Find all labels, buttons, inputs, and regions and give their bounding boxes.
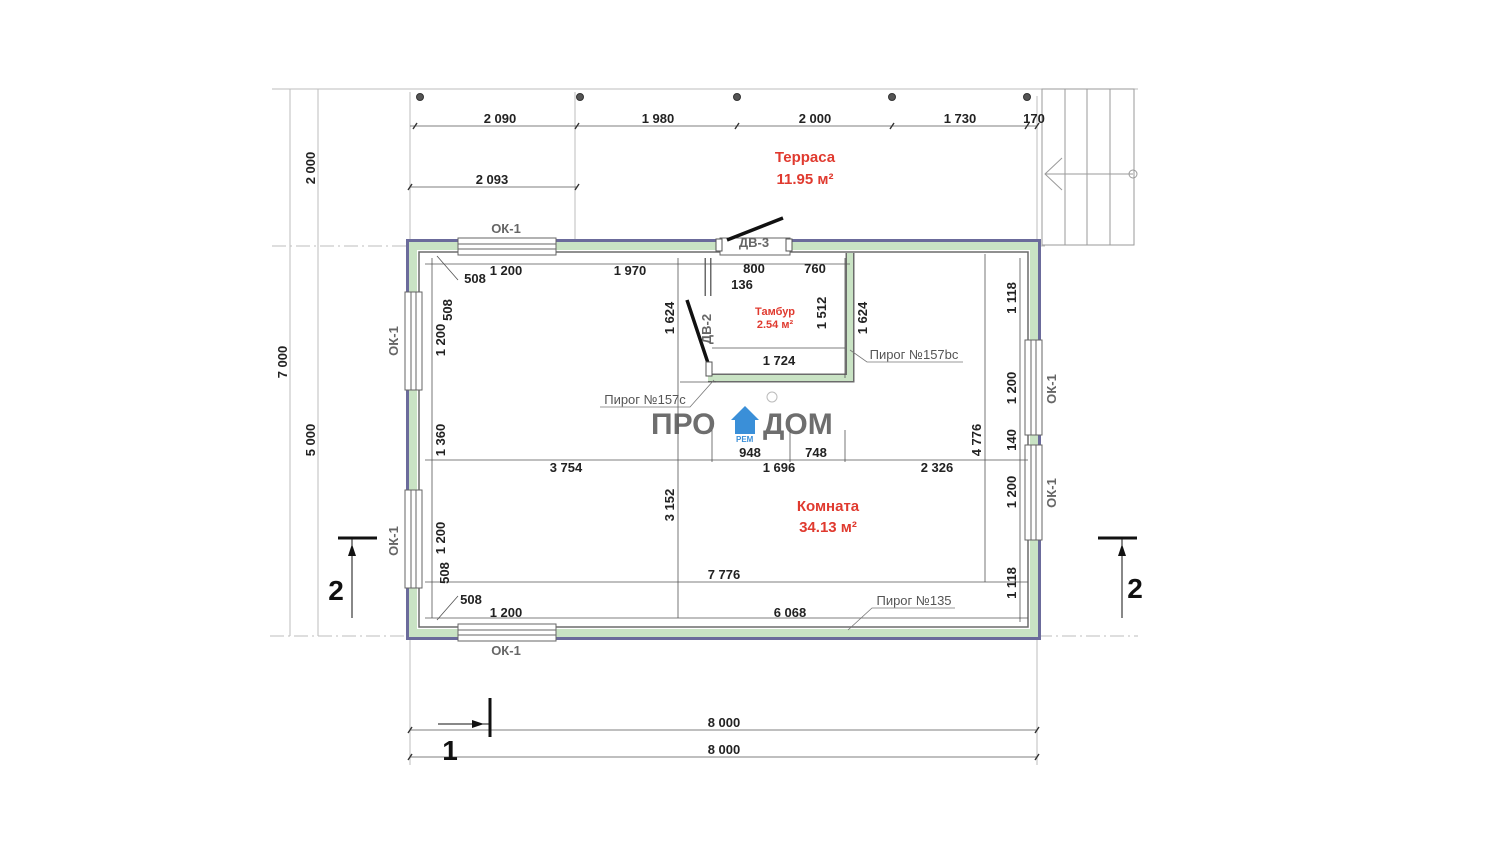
dim-room-height: 4 776 <box>969 424 984 457</box>
dim-inner-width: 7 776 <box>708 567 741 582</box>
dim-left-2: 1 360 <box>433 424 448 457</box>
dim-right-1: 1 118 <box>1004 282 1019 314</box>
dim-vertical-house: 5 000 <box>303 424 318 457</box>
terrace-name: Терраса <box>775 149 836 166</box>
dim-offset-left-bottom: 508 <box>437 562 452 584</box>
window-mark-bottom: ОК-1 <box>491 643 521 658</box>
dim-left-3: 1 200 <box>433 522 448 555</box>
window-mark-right-bottom: ОК-1 <box>1044 478 1059 508</box>
vestibule-area: 2.54 м² <box>757 319 794 331</box>
callout-wall-157bc: Пирог №157bc <box>870 347 959 362</box>
logo-small-text: РЕМ <box>736 435 754 444</box>
dim-right-4: 1 200 <box>1004 476 1019 509</box>
dim-offset-door: 136 <box>731 277 753 292</box>
dim-top-wall-2: 1 970 <box>614 263 647 278</box>
dimension-ticks <box>407 122 1040 761</box>
section-label-bottom: 1 <box>442 735 458 766</box>
room-area: 34.13 м² <box>799 519 857 536</box>
dimension-lines <box>410 125 1037 758</box>
callout-leaders <box>600 349 963 631</box>
door-mark-int: ДВ-2 <box>699 314 714 344</box>
terrace-stairs <box>1041 88 1138 246</box>
dim-right-3: 140 <box>1004 429 1019 451</box>
dim-top-4: 1 730 <box>944 111 977 126</box>
terrace-posts <box>416 93 1031 101</box>
dim-right-5: 1 118 <box>1004 567 1019 599</box>
dim-vestibule-height-right: 1 624 <box>855 301 870 334</box>
brand-logo: ПРО РЕМ ДОМ <box>651 391 833 444</box>
window-mark-left-top: ОК-1 <box>386 326 401 356</box>
dim-offset-left-top: 508 <box>440 299 455 321</box>
dim-terrace-width: 2 093 <box>476 172 509 187</box>
window-mark-left-bottom: ОК-1 <box>386 526 401 556</box>
dim-middle-3: 2 326 <box>921 460 954 475</box>
callout-floor-135: Пирог №135 <box>876 593 951 608</box>
dim-bottom-wall-1: 1 200 <box>490 605 523 620</box>
dim-left-1: 1 200 <box>433 324 448 357</box>
dim-offset-top-left: 508 <box>464 271 486 286</box>
dim-offset-bottom-left: 508 <box>460 592 482 607</box>
dim-top-5: 170 <box>1023 111 1045 126</box>
dim-top-wall-3: 800 <box>743 261 765 276</box>
dim-overall-1: 8 000 <box>708 715 741 730</box>
section-label-right: 2 <box>1127 573 1143 604</box>
dim-middle-2: 1 696 <box>763 460 796 475</box>
logo-left-text: ПРО <box>651 408 716 441</box>
terrace-area: 11.95 м² <box>777 171 834 188</box>
section-arrows <box>348 544 1126 728</box>
dim-door-split-1: 948 <box>739 445 761 460</box>
dim-right-2: 1 200 <box>1004 372 1019 405</box>
room-name: Комната <box>797 498 860 515</box>
dim-room-middle-height: 3 152 <box>662 489 677 522</box>
dim-overall-2: 8 000 <box>708 742 741 757</box>
dim-top-wall-1: 1 200 <box>490 263 523 278</box>
dim-top-2: 1 980 <box>642 111 675 126</box>
callout-wall-157c: Пирог №157с <box>604 392 686 407</box>
dim-bottom-wall-2: 6 068 <box>774 605 807 620</box>
section-label-left: 2 <box>328 575 344 606</box>
window-mark-right-top: ОК-1 <box>1044 374 1059 404</box>
logo-right-text: ДОМ <box>763 408 833 441</box>
window-mark-top: ОК-1 <box>491 221 521 236</box>
dim-top-3: 2 000 <box>799 111 832 126</box>
doors <box>685 216 784 373</box>
dim-vertical-overall: 7 000 <box>275 346 290 379</box>
vestibule-name: Тамбур <box>755 306 795 318</box>
dim-vestibule-height-left: 1 624 <box>662 301 677 334</box>
dim-top-wall-4: 760 <box>804 261 826 276</box>
dim-vestibule-width: 1 724 <box>763 353 796 368</box>
logo-house-icon <box>731 406 759 434</box>
logo-mark-icon <box>766 391 778 403</box>
door-mark-ext: ДВ-3 <box>739 235 769 250</box>
dim-middle-1: 3 754 <box>550 460 583 475</box>
dim-door-split-2: 748 <box>805 445 827 460</box>
wall-openings <box>404 237 1043 642</box>
dim-vestibule-height-inner: 1 512 <box>814 297 829 330</box>
dim-top-1: 2 090 <box>484 111 517 126</box>
door-frames <box>705 238 793 377</box>
dim-vertical-terrace: 2 000 <box>303 152 318 185</box>
